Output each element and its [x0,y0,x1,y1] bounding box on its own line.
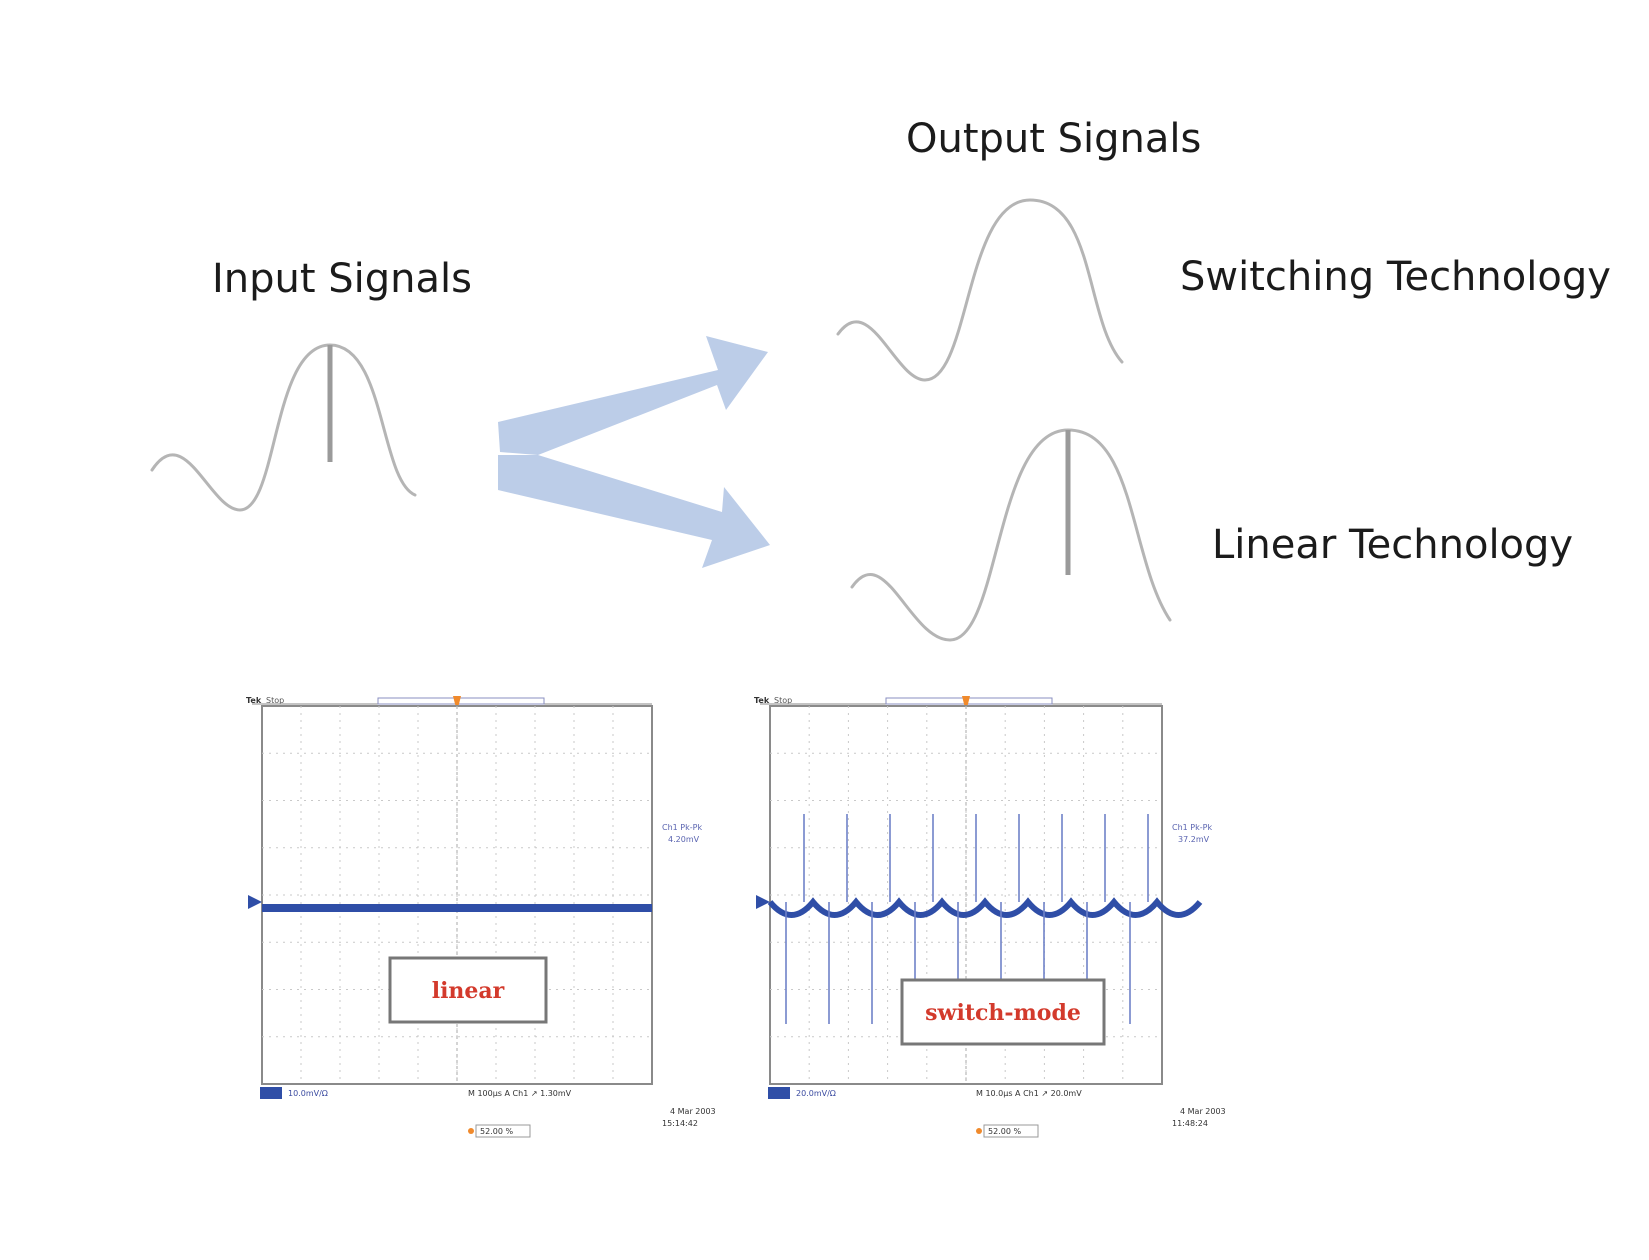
linear-technology-label: Linear Technology [1212,522,1573,568]
timebase-readout: M 10.0µs A Ch1 ↗ 20.0mV [976,1089,1082,1098]
trigger-marker-icon [962,696,970,712]
capture-time: 11:48:24 [1172,1119,1208,1128]
trigger-position-box [475,1124,531,1138]
mode-tag-label: switch-mode [925,1000,1081,1026]
scope-brand: Tek [754,696,770,705]
output-signals-label: Output Signals [906,116,1201,162]
measurement-value: 37.2mV [1178,835,1210,844]
scope-run-state: Stop [774,696,792,705]
split-arrow-upper [498,336,768,455]
capture-time: 15:14:42 [662,1119,698,1128]
trigger-marker-icon [453,696,461,712]
scope-run-state: Stop [266,696,284,705]
scope-record-bar [377,697,545,705]
channel1-marker-icon [756,895,770,909]
channel-scale: 20.0mV/Ω [796,1089,836,1098]
switching-output-waveform [836,198,1124,382]
trigger-position: 52.00 % [988,1127,1021,1136]
input-waveform [150,343,417,512]
scope-brand: Tek [246,696,262,705]
mode-tag-label: linear [432,978,505,1004]
capture-date: 4 Mar 2003 [1180,1107,1226,1116]
channel1-badge [260,1087,282,1099]
mode-tag-box [388,956,548,1024]
linear-output-waveform [850,428,1172,642]
timebase-readout: M 100µs A Ch1 ↗ 1.30mV [468,1089,572,1098]
input-signals-label: Input Signals [212,256,472,302]
channel1-badge [768,1087,790,1099]
measurement-label: Ch1 Pk-Pk [1172,823,1212,832]
channel1-marker-icon [248,895,262,909]
trigger-position: 52.00 % [480,1127,513,1136]
measurement-value: 4.20mV [668,835,700,844]
trigger-position-box [983,1124,1039,1138]
trigger-position-icon [976,1128,982,1134]
trace-ripple [767,897,1203,918]
trigger-position-icon [468,1128,474,1134]
capture-date: 4 Mar 2003 [670,1107,716,1116]
mode-tag-box [900,978,1106,1046]
split-arrow-lower [498,455,770,568]
split-arrow [498,336,770,568]
channel-scale: 10.0mV/Ω [288,1089,328,1098]
switching-technology-label: Switching Technology [1180,254,1611,300]
measurement-label: Ch1 Pk-Pk [662,823,702,832]
trace-flat [262,904,652,912]
